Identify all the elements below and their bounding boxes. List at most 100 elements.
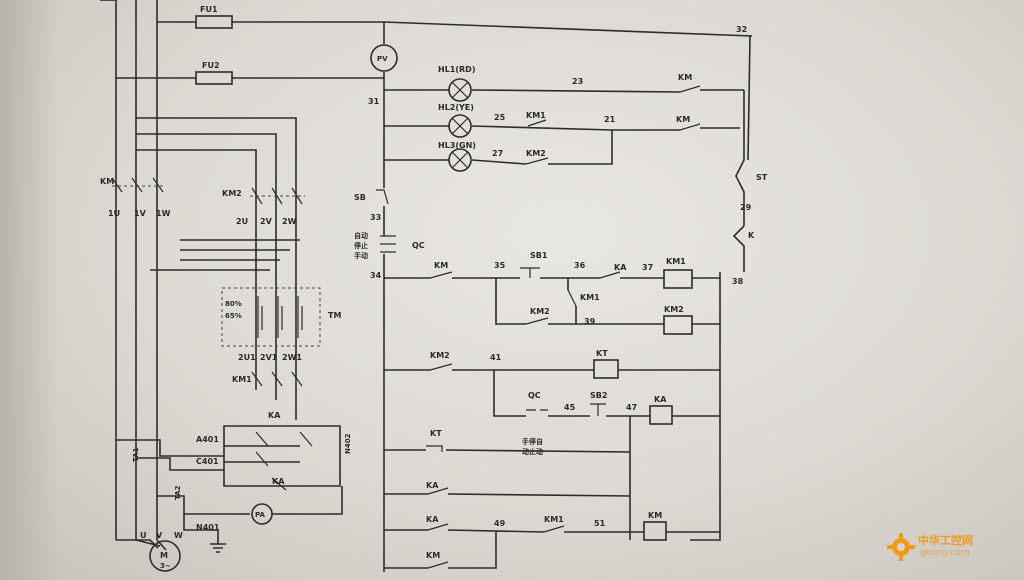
label-km1-row49: KM1 (544, 515, 564, 524)
label-hl3: HL3(GN) (438, 141, 476, 150)
label-node-41: 41 (490, 353, 502, 362)
label-ka-bottom: KA (272, 477, 285, 486)
label-motor: M (160, 551, 168, 560)
label-node-45: 45 (564, 403, 576, 412)
label-kt-coil: KT (596, 349, 608, 358)
label-ka-row-b: KA (426, 515, 439, 524)
label-st: ST (756, 173, 768, 182)
label-w: W (174, 531, 183, 540)
label-node-33: 33 (370, 213, 381, 222)
label-km2-branch: KM2 (530, 307, 550, 316)
label-1v: 1V (134, 209, 147, 218)
pv-meter-icon (370, 44, 398, 72)
lamp-hl3-icon (448, 148, 472, 172)
label-km-hl2: KM (676, 115, 690, 124)
label-km-row34: KM (434, 261, 448, 270)
label-fu1: FU1 (200, 5, 218, 14)
label-fu2: FU2 (202, 61, 220, 70)
label-node-34: 34 (370, 271, 382, 280)
lamp-hl2-icon (448, 114, 472, 138)
main-circuit (100, 0, 343, 572)
label-qc-contact: QC (528, 391, 541, 400)
label-n401: N401 (196, 523, 220, 532)
label-sb1: SB1 (530, 251, 548, 260)
label-tm: TM (328, 311, 341, 320)
label-node-37: 37 (642, 263, 653, 272)
label-ka-row-a: KA (426, 481, 439, 490)
diagram-labels: FU1 32 FU2 PV HL1(RD) 23 KM 31 HL2(YE) 2… (100, 5, 768, 570)
label-2u1: 2U1 (238, 353, 256, 362)
label-80pct: 80% (225, 300, 242, 308)
label-2v: 2V (260, 217, 273, 226)
label-hl1: HL1(RD) (438, 65, 475, 74)
label-km2-row41: KM2 (430, 351, 450, 360)
label-node-36: 36 (574, 261, 586, 270)
label-qc: QC (412, 241, 425, 250)
label-ka-top: KA (268, 411, 281, 420)
label-qc-positions-2: 动止动 (522, 447, 543, 456)
label-km-coil: KM (648, 511, 662, 520)
label-auto: 自动 (354, 231, 368, 240)
label-km-hl1: KM (678, 73, 692, 82)
label-node-49: 49 (494, 519, 506, 528)
label-pv: PV (377, 55, 388, 63)
label-km2-main: KM2 (222, 189, 242, 198)
label-k: K (748, 231, 755, 240)
control-circuit (232, 21, 753, 572)
label-node-32: 32 (736, 25, 747, 34)
watermark-title: 中华工控网 (918, 534, 973, 547)
label-ta2: TA2 (174, 485, 182, 500)
label-km1-coil: KM1 (666, 257, 686, 266)
label-sb2: SB2 (590, 391, 607, 400)
label-manual: 手动 (354, 251, 368, 260)
label-node-31: 31 (368, 97, 380, 106)
label-ta1: TA1 (132, 447, 140, 462)
label-node-21: 21 (604, 115, 616, 124)
label-km1-hl2: KM1 (526, 111, 546, 120)
label-node-23: 23 (572, 77, 583, 86)
label-ka-coil: KA (654, 395, 667, 404)
label-2w1: 2W1 (282, 353, 302, 362)
label-2v1: 2V1 (260, 353, 278, 362)
fuse-fu1-icon (195, 15, 233, 29)
label-c401: C401 (196, 457, 219, 466)
label-node-47: 47 (626, 403, 637, 412)
label-u: U (140, 531, 147, 540)
label-node-35: 35 (494, 261, 506, 270)
label-node-51: 51 (594, 519, 606, 528)
label-motor-phase: 3~ (160, 562, 171, 570)
label-kt-contact: KT (430, 429, 442, 438)
label-n402: N402 (344, 433, 352, 454)
label-2u: 2U (236, 217, 248, 226)
label-node-27: 27 (492, 149, 503, 158)
gear-icon (887, 533, 915, 561)
label-qc-positions: 手停自 (522, 437, 543, 446)
label-1u: 1U (108, 209, 120, 218)
label-sb: SB (354, 193, 366, 202)
label-a401: A401 (196, 435, 219, 444)
label-2w: 2W (282, 217, 297, 226)
label-km2-hl3: KM2 (526, 149, 546, 158)
label-node-29: 29 (740, 203, 752, 212)
label-node-39: 39 (584, 317, 596, 326)
label-km-bottom: KM (426, 551, 440, 560)
label-km1-branch: KM1 (580, 293, 600, 302)
label-ka-row34: KA (614, 263, 627, 272)
label-node-38: 38 (732, 277, 744, 286)
label-stop: 停止 (354, 241, 368, 250)
watermark: 中华工控网 gkong.com (886, 530, 1006, 566)
watermark-url: gkong.com (920, 548, 970, 558)
label-v: V (156, 531, 163, 540)
label-1w: 1W (156, 209, 171, 218)
label-km1-main: KM1 (232, 375, 252, 384)
label-pa: PA (255, 511, 265, 519)
label-km2-coil: KM2 (664, 305, 684, 314)
label-hl2: HL2(YE) (438, 103, 474, 112)
fuse-fu2-icon (195, 71, 233, 85)
lamp-hl1-icon (448, 78, 472, 102)
label-node-25: 25 (494, 113, 506, 122)
label-km-main: KM (100, 177, 114, 186)
label-65pct: 65% (225, 312, 242, 320)
